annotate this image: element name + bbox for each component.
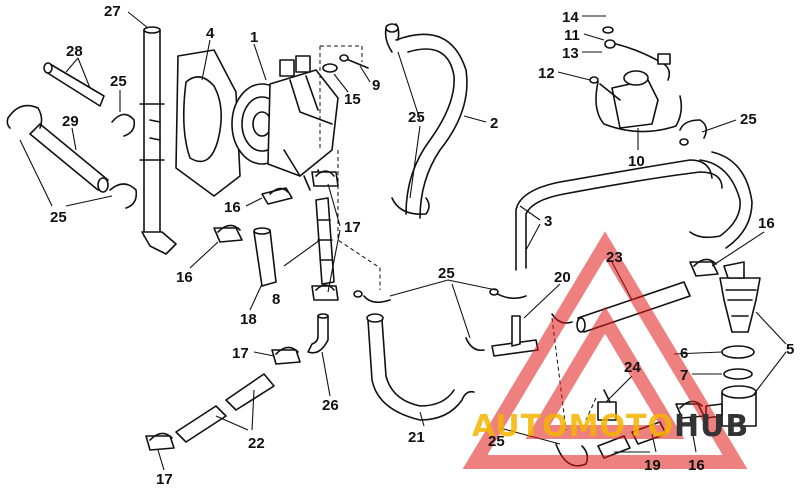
part-8-tube bbox=[315, 197, 335, 285]
part-25-clip-f bbox=[679, 119, 708, 146]
watermark-auto: AUTO bbox=[472, 409, 569, 444]
callout-15: 15 bbox=[344, 91, 361, 108]
callout-6: 6 bbox=[680, 345, 688, 362]
callout-1: 1 bbox=[250, 29, 258, 46]
part-20-tee bbox=[491, 315, 539, 357]
callout-29: 29 bbox=[62, 113, 79, 130]
part-17-clamp-a bbox=[311, 170, 339, 301]
callout-19: 19 bbox=[644, 457, 661, 474]
part-3-hose bbox=[515, 151, 753, 271]
callout-17-c: 17 bbox=[156, 471, 173, 488]
callout-16-c: 16 bbox=[176, 269, 193, 286]
callout-12: 12 bbox=[538, 65, 555, 82]
callout-25-c: 25 bbox=[408, 109, 425, 126]
callout-20: 20 bbox=[554, 269, 571, 286]
watermark-triangle-inner bbox=[525, 306, 685, 439]
part-1-fuel-pump bbox=[231, 55, 339, 191]
part-17-clamp-c bbox=[145, 432, 175, 451]
callout-16-d: 16 bbox=[688, 457, 705, 474]
callout-17-a: 17 bbox=[344, 219, 361, 236]
part-28-tube bbox=[43, 62, 105, 107]
callout-16-b: 16 bbox=[758, 215, 775, 232]
callout-7: 7 bbox=[680, 367, 688, 384]
callout-25-d: 25 bbox=[740, 111, 757, 128]
callout-3: 3 bbox=[544, 213, 552, 230]
part-16-clamp-a bbox=[261, 187, 293, 205]
callout-17-b: 17 bbox=[232, 345, 249, 362]
part-15-washer bbox=[322, 63, 338, 73]
callout-18: 18 bbox=[240, 311, 257, 328]
watermark-triangle-outer bbox=[462, 231, 748, 469]
part-25-clip-d bbox=[384, 23, 400, 53]
part-25-clip-a bbox=[6, 104, 43, 129]
callout-26: 26 bbox=[322, 397, 339, 414]
callout-27: 27 bbox=[104, 3, 121, 20]
svg-text:AUTOMOTOHUB: AUTOMOTOHUB bbox=[472, 409, 749, 444]
callout-25-f: 25 bbox=[488, 433, 505, 450]
dashed-alignment-pump bbox=[319, 45, 381, 290]
part-22-hose-pieces bbox=[175, 373, 275, 443]
callout-21: 21 bbox=[408, 429, 425, 446]
part-4-gasket bbox=[175, 49, 241, 197]
part-26-elbow bbox=[307, 313, 329, 354]
callout-25-a: 25 bbox=[110, 73, 127, 90]
dashed-alignment-lower bbox=[551, 317, 597, 431]
callout-23: 23 bbox=[606, 249, 623, 266]
part-21-hose bbox=[366, 313, 475, 421]
part-6-o-ring bbox=[721, 345, 755, 359]
callout-13: 13 bbox=[562, 45, 579, 62]
callout-10: 10 bbox=[628, 153, 645, 170]
part-9-screw bbox=[339, 54, 369, 69]
callout-labels: 27 1 4 28 25 29 25 9 15 25 2 14 11 13 12… bbox=[50, 3, 794, 488]
callout-8: 8 bbox=[272, 291, 280, 308]
part-29-hose bbox=[29, 123, 109, 193]
part-24-fitting bbox=[597, 389, 617, 421]
watermark-hub: HUB bbox=[674, 409, 749, 444]
callout-2: 2 bbox=[490, 115, 498, 132]
callout-14: 14 bbox=[562, 9, 579, 26]
callout-28: 28 bbox=[66, 43, 83, 60]
part-18-hose bbox=[253, 227, 277, 287]
callout-9: 9 bbox=[372, 77, 380, 94]
part-17-clamp-b bbox=[271, 346, 301, 365]
callout-5: 5 bbox=[786, 341, 794, 358]
callout-24: 24 bbox=[624, 359, 641, 376]
watermark: AUTOMOTOHUB bbox=[462, 231, 749, 469]
part-5-filter bbox=[719, 261, 761, 333]
part-10-assembly bbox=[589, 26, 683, 133]
watermark-moto: MOTO bbox=[569, 409, 674, 444]
part-16-clamp-b bbox=[213, 224, 243, 243]
part-25-clip-e bbox=[391, 197, 430, 215]
leader-lines bbox=[19, 11, 787, 471]
callout-25-e: 25 bbox=[438, 265, 455, 282]
part-7-o-ring bbox=[723, 368, 753, 380]
callout-16-a: 16 bbox=[224, 199, 241, 216]
callout-4: 4 bbox=[206, 25, 215, 42]
part-2-hose bbox=[395, 33, 468, 219]
part-25-clip-c bbox=[109, 183, 138, 209]
callout-22: 22 bbox=[248, 435, 265, 452]
part-27-fuel-tube bbox=[139, 26, 177, 255]
callout-25-b: 25 bbox=[50, 209, 67, 226]
part-25-clip-b bbox=[111, 113, 136, 137]
callout-11: 11 bbox=[564, 27, 580, 44]
part-16-clamp-c bbox=[689, 258, 719, 277]
